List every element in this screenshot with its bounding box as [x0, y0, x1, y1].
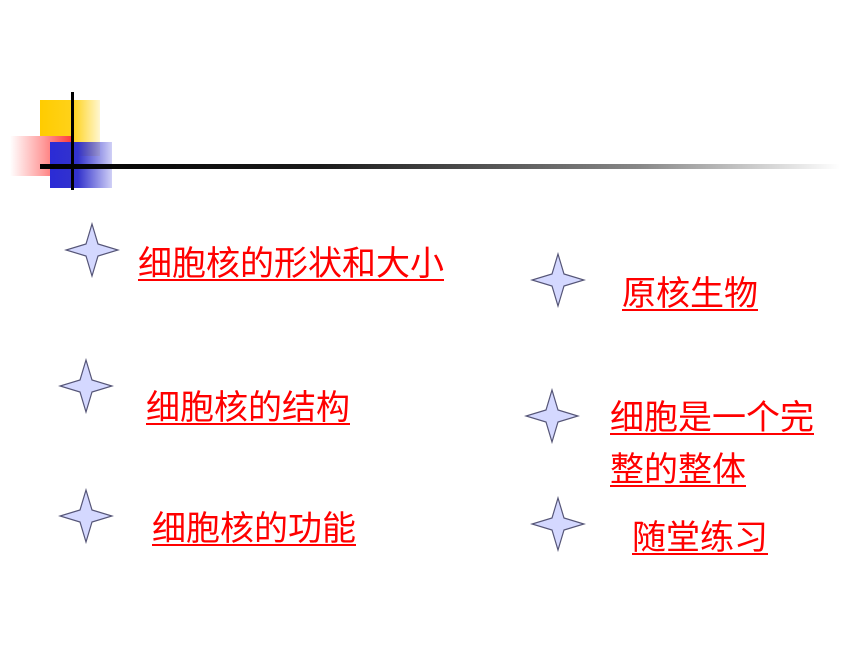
four-point-star-icon	[524, 388, 580, 444]
header-rule	[40, 164, 840, 169]
four-point-star-icon	[530, 496, 586, 552]
four-point-star-icon	[58, 488, 114, 544]
four-point-star-icon	[58, 358, 114, 414]
link-structure[interactable]: 细胞核的结构	[146, 388, 350, 428]
link-prokaryote[interactable]: 原核生物	[622, 274, 758, 314]
link-exercise[interactable]: 随堂练习	[632, 518, 768, 558]
header-deco-vertical-line	[71, 92, 74, 190]
link-function[interactable]: 细胞核的功能	[152, 509, 356, 549]
four-point-star-icon	[530, 252, 586, 308]
link-shape-size[interactable]: 细胞核的形状和大小	[138, 244, 444, 284]
four-point-star-icon	[64, 222, 120, 278]
link-cell-whole[interactable]: 细胞是一个完整的整体	[610, 398, 814, 490]
